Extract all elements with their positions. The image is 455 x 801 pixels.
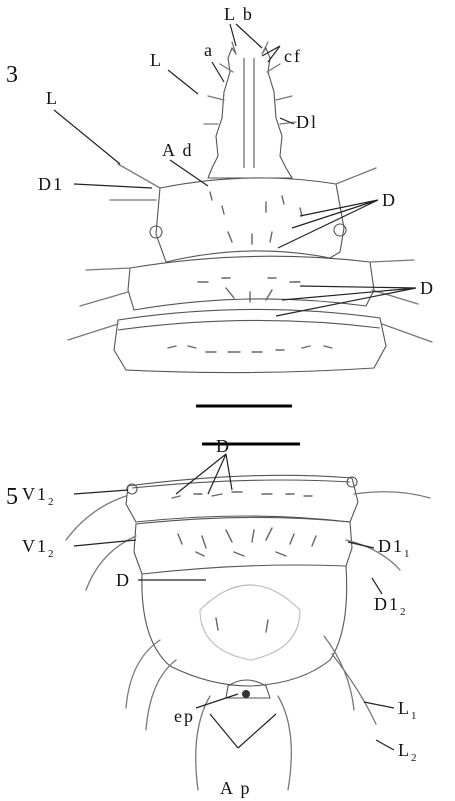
head-outline [208,48,292,178]
label-d1-body: D1 [38,174,64,194]
abdomen-posterior-dashes [216,618,268,632]
abdomen-segment-2 [134,517,352,574]
abdomen-posterior [142,566,347,686]
segment-3 [114,309,386,372]
segment-1-setae-dashes [210,192,302,244]
label-l-head: L [150,50,163,70]
abdomen-segment-2-setae [86,536,400,590]
label-dl2: D12 [374,594,408,618]
panel-3-number: 3 [6,62,18,88]
abdomen-inner-outline [200,585,300,660]
abdomen-segment-2-dashes [178,528,316,556]
ep-mark [242,690,250,698]
segment-1-setae [110,164,376,200]
head-setae [204,42,296,124]
label-dl-head: Dl [296,112,318,132]
label-cf: cf [284,46,302,66]
label-ep: ep [174,706,195,726]
abdomen-segment-1 [126,475,358,522]
abdomen-segment-1-dashes [172,492,312,498]
label-d-segment-2: D [420,278,435,298]
label-d-top: D [216,436,231,456]
label-l-body: L [46,88,59,108]
label-d-posterior: D [116,570,131,590]
label-lb: L b [224,4,254,24]
segment-2 [128,256,374,310]
label-vl2-upper: V12 [22,484,56,508]
label-d-segment-1: D [382,190,397,210]
label-vl2-lower: V12 [22,536,56,560]
label-ad: A d [162,140,194,160]
segment-3-setae-dashes [168,346,332,352]
abdomen-posterior-setae [126,636,376,730]
segment-3-setae [68,324,432,342]
panel-3-leader-lines [54,24,416,316]
panel-3: 3 L b cf L a L Dl A d D1 D D [6,4,435,406]
segment-2-setae-dashes [198,278,300,302]
label-dl1: D11 [378,536,412,560]
head-midline [244,58,254,168]
panel-5-number: 5 [6,484,18,510]
label-a: a [204,40,214,60]
label-l2: L2 [398,740,419,764]
panel-5: 5 D V12 V12 D11 D D12 ep L1 L2 A p [6,436,430,798]
label-l1: L1 [398,698,419,722]
label-ap: A p [220,778,252,798]
segment-3-fold [118,320,380,330]
